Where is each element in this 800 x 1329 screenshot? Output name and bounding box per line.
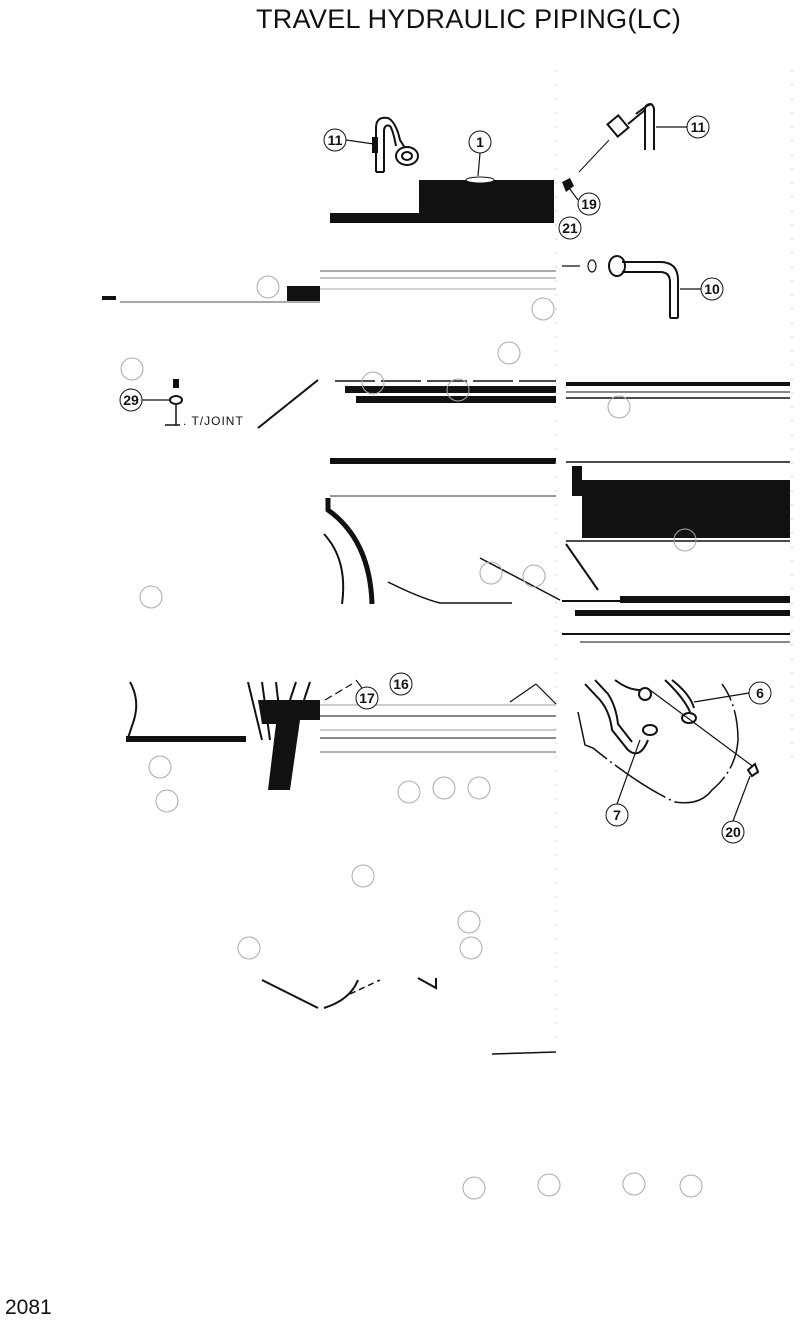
svg-text:10: 10	[704, 281, 720, 297]
empty-callout	[497, 341, 521, 365]
svg-text:11: 11	[691, 119, 706, 135]
callout-17: 17	[355, 686, 379, 710]
seam-guides	[555, 70, 793, 1050]
empty-callout	[479, 561, 503, 585]
empty-callout	[531, 297, 555, 321]
callout-7: 7	[605, 803, 629, 827]
svg-text:17: 17	[359, 690, 375, 706]
empty-callout	[139, 585, 163, 609]
empty-callout	[432, 776, 456, 800]
callout-10: 10	[700, 277, 724, 301]
callout-20: 20	[721, 820, 745, 844]
frame-lower	[126, 681, 557, 790]
callout-1: 1	[468, 130, 492, 154]
svg-text:6: 6	[756, 685, 764, 701]
callout-6: 6	[748, 681, 772, 705]
tjoint-label: . T/JOINT	[183, 414, 244, 428]
svg-text:7: 7	[613, 807, 621, 823]
empty-callout	[622, 1172, 646, 1196]
pipe-11-left	[372, 116, 419, 173]
leader-lines	[142, 126, 751, 822]
frame-upper	[102, 270, 556, 303]
callout-29: 29	[119, 388, 143, 412]
pipe-11-right	[578, 102, 655, 173]
empty-callout	[237, 936, 261, 960]
empty-callout	[361, 371, 385, 395]
travel-motor-pipes	[577, 679, 760, 804]
track-wheel-arc	[323, 498, 561, 605]
tank-block	[330, 176, 574, 223]
empty-callout	[459, 936, 483, 960]
svg-text:20: 20	[725, 824, 741, 840]
empty-callout	[522, 564, 546, 588]
page-number: 2081	[5, 1296, 52, 1319]
svg-text:1: 1	[476, 134, 484, 150]
empty-callout	[155, 789, 179, 813]
empty-callout	[467, 776, 491, 800]
empty-callout	[462, 1176, 486, 1200]
empty-callout	[607, 395, 631, 419]
pipe-10	[562, 255, 679, 319]
callout-16: 16	[389, 672, 413, 696]
empty-callout	[120, 357, 144, 381]
callout-11-right: 11	[686, 115, 710, 139]
diagram-title: TRAVEL HYDRAULIC PIPING(LC)	[256, 4, 682, 34]
empty-callout	[446, 378, 470, 402]
empty-callout	[537, 1173, 561, 1197]
svg-text:21: 21	[562, 220, 578, 236]
svg-text:19: 19	[581, 196, 597, 212]
callout-11-left: 11	[323, 128, 347, 152]
empty-callout	[148, 755, 172, 779]
empty-callout	[457, 910, 481, 934]
empty-callout	[397, 780, 421, 804]
callout-21: 21	[558, 216, 582, 240]
callout-19: 19	[577, 192, 601, 216]
svg-text:16: 16	[393, 676, 409, 692]
empty-callout	[351, 864, 375, 888]
svg-text:11: 11	[328, 132, 343, 148]
svg-text:29: 29	[123, 392, 139, 408]
middle-rails	[330, 380, 790, 643]
empty-callouts	[120, 275, 703, 1200]
empty-callout	[256, 275, 280, 299]
bottom-track-curve	[261, 977, 557, 1055]
empty-callout	[673, 528, 697, 552]
empty-callout	[679, 1174, 703, 1198]
